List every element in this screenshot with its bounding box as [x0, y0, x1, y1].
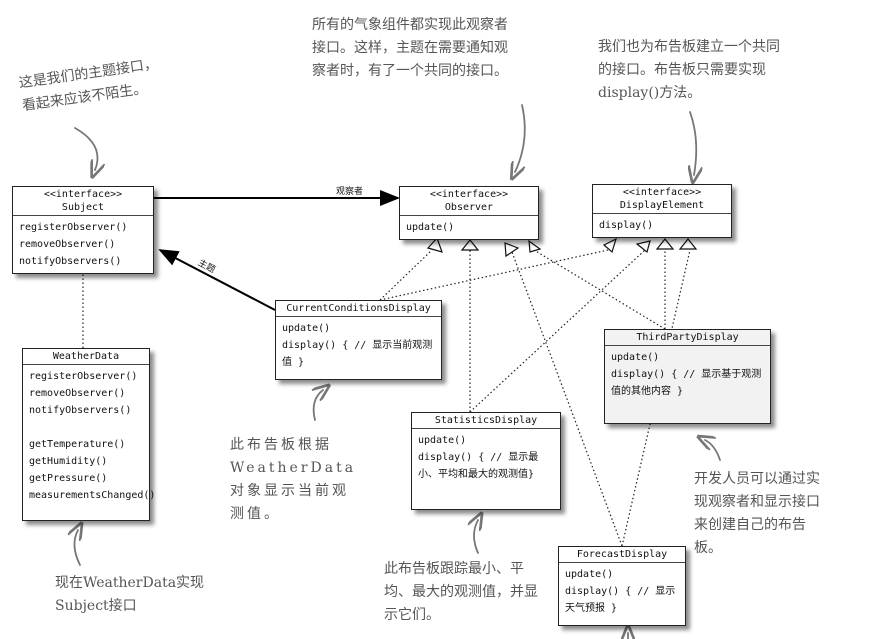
display-element-class[interactable]: <<interface>> DisplayElement display()	[592, 184, 732, 238]
method: getTemperature()	[29, 439, 126, 450]
realization-triangles	[73, 236, 698, 274]
class-name: WeatherData	[23, 349, 149, 365]
method: update()	[565, 569, 614, 580]
current-conditions-note: 此布告板根据WeatherData对象显示当前观测值。	[230, 437, 357, 522]
observer-note: 所有的气象组件都实现此观察者接口。这样，主题在需要通知观察者时，有了一个共同的接…	[312, 17, 508, 79]
display-to-subject-association	[158, 249, 276, 311]
statistics-note: 此布告板跟踪最小、平均、最大的观测值，并显示它们。	[384, 561, 538, 623]
display-element-note: 我们也为布告板建立一个共同的接口。布告板只需要实现display()方法。	[598, 39, 780, 101]
subject-class[interactable]: <<interface>> Subject registerObserver() r…	[12, 186, 154, 274]
method: getPressure()	[29, 473, 108, 484]
method: removeObserver()	[29, 388, 126, 399]
class-name: DisplayElement	[619, 200, 705, 211]
method: display()	[599, 220, 654, 231]
method: display() { // 显示当前观测值 }	[282, 340, 433, 368]
class-name: CurrentConditionsDisplay	[276, 301, 441, 317]
method: update()	[611, 352, 660, 363]
class-name: ForecastDisplay	[559, 547, 685, 563]
stereotype: <<interface>>	[43, 189, 123, 200]
observers-label: 观察者	[336, 187, 364, 197]
class-name: StatisticsDisplay	[412, 413, 560, 429]
method: notifyObservers()	[29, 405, 132, 416]
method: registerObserver()	[29, 371, 138, 382]
method: update()	[418, 435, 467, 446]
method: measurementsChanged()	[29, 490, 156, 501]
method: display() { // 显示基于观测值的其他内容 }	[611, 369, 762, 397]
weather-data-class[interactable]: WeatherData registerObserver() removeObs…	[22, 348, 156, 521]
method: notifyObservers()	[19, 256, 122, 267]
third-party-note: 开发人员可以通过实现观察者和显示接口来创建自己的布告板。	[694, 471, 820, 556]
method: display() { // 显示天气预报 }	[565, 586, 676, 614]
method: display() { // 显示最小、平均和最大的观测值}	[418, 452, 539, 480]
class-name: Observer	[444, 202, 494, 213]
realization-lines	[82, 249, 691, 547]
weather-data-note: 现在WeatherData实现Subject接口	[55, 575, 205, 614]
observer-class[interactable]: <<interface>> Observer update()	[399, 186, 539, 240]
method: registerObserver()	[19, 222, 128, 233]
stereotype: <<interface>>	[429, 189, 509, 200]
method: removeObserver()	[19, 239, 116, 250]
current-conditions-display-class[interactable]: CurrentConditionsDisplay update() display…	[275, 300, 442, 380]
forecast-display-class[interactable]: ForecastDisplay update() display() { // 显…	[558, 546, 686, 626]
class-name: Subject	[61, 202, 105, 213]
annotation-arrows	[74, 104, 721, 639]
class-name: ThirdPartyDisplay	[605, 330, 770, 346]
stereotype: <<interface>>	[622, 187, 702, 198]
third-party-display-class[interactable]: ThirdPartyDisplay update() display() { //…	[604, 329, 771, 424]
method: update()	[406, 222, 455, 233]
method: update()	[282, 323, 331, 334]
method: getHumidity()	[29, 456, 108, 467]
statistics-display-class[interactable]: StatisticsDisplay update() display() { //…	[411, 412, 561, 510]
